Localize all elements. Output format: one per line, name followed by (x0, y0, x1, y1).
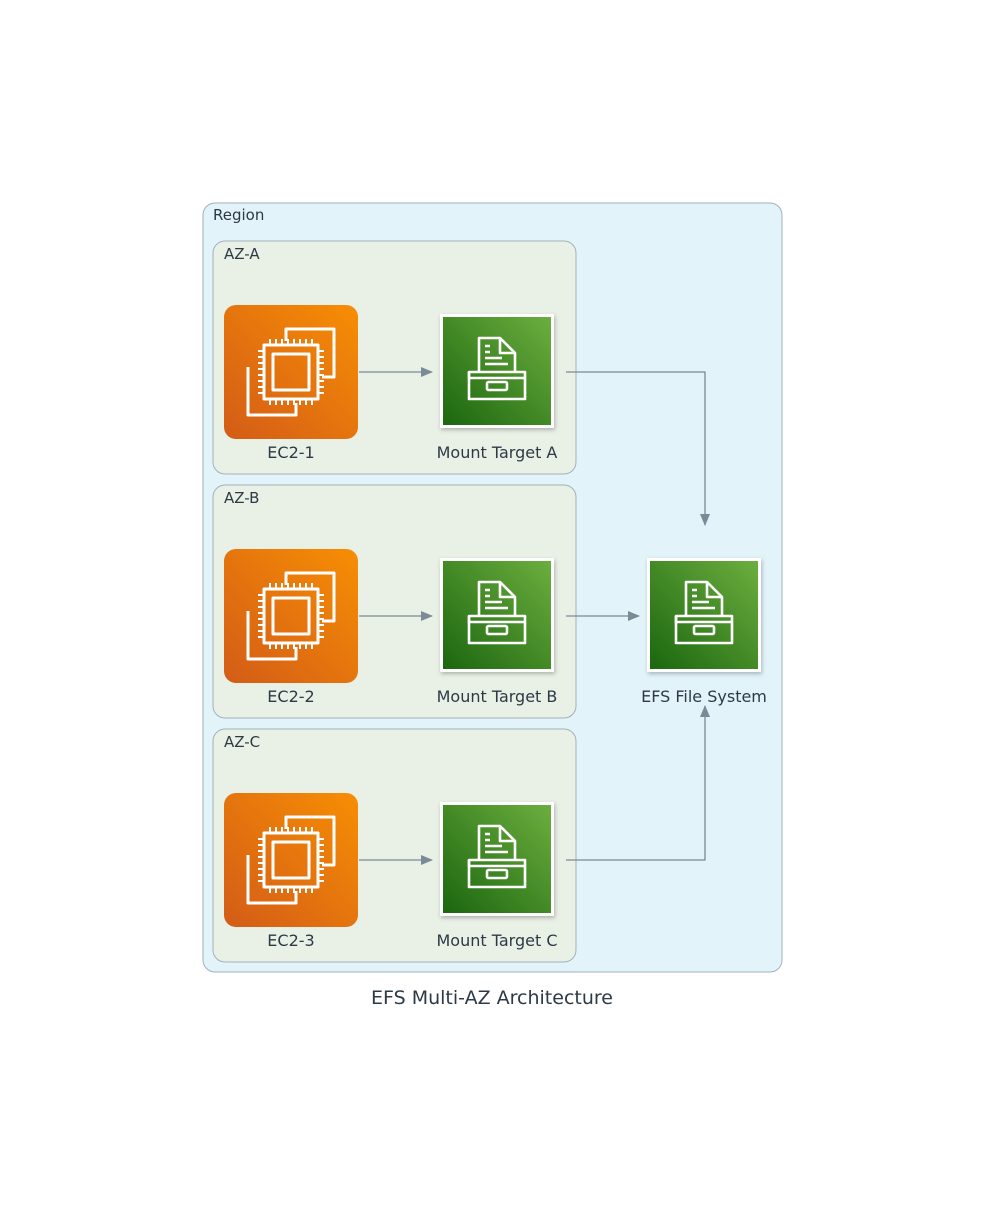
mount-target-a-node[interactable] (440, 314, 554, 428)
efs-file-system-node[interactable] (647, 558, 761, 672)
ec2-2-label: EC2-2 (267, 687, 314, 706)
ec2-3-tile (224, 793, 358, 927)
ec2-2-node[interactable] (224, 549, 358, 683)
edges (359, 367, 710, 865)
ec2-1-label: EC2-1 (267, 443, 314, 462)
mount-target-a-label: Mount Target A (437, 443, 558, 462)
ec2-1-node[interactable] (224, 305, 358, 439)
region-label: Region (213, 206, 264, 224)
mount-target-b-node[interactable] (440, 558, 554, 672)
efs-file-system-label: EFS File System (641, 687, 767, 706)
ec2-3-label: EC2-3 (267, 931, 314, 950)
mount-target-c-label: Mount Target C (437, 931, 558, 950)
mount-target-c-node[interactable] (440, 802, 554, 916)
ec2-2-tile (224, 549, 358, 683)
ec2-3-node[interactable] (224, 793, 358, 927)
az-a-label: AZ-A (224, 245, 260, 263)
diagram-title: EFS Multi-AZ Architecture (371, 987, 613, 1009)
az-c-label: AZ-C (224, 733, 260, 751)
az-b-label: AZ-B (224, 489, 259, 507)
mount-target-b-label: Mount Target B (437, 687, 558, 706)
ec2-1-tile (224, 305, 358, 439)
edge-mount-a-to-efs (566, 371, 710, 526)
edge-mount-c-to-efs (566, 705, 710, 861)
